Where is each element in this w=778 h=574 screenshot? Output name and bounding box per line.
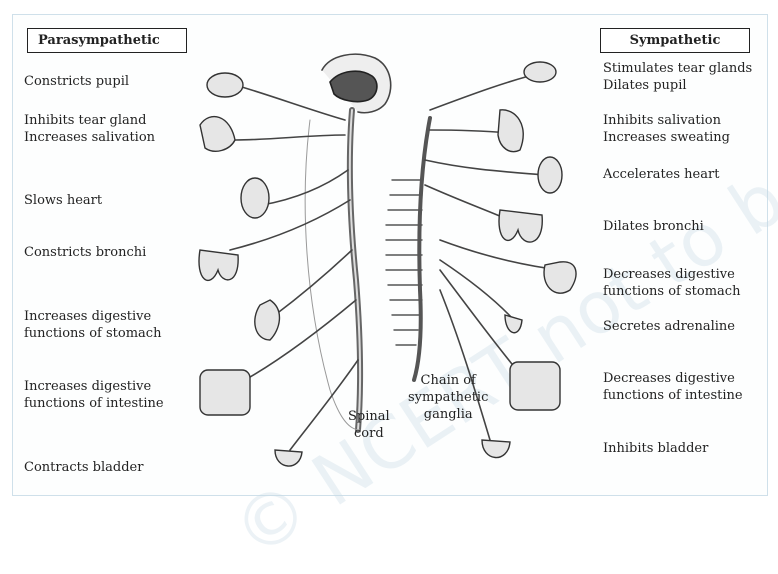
label-tear-salivation: Inhibits tear gland Increases salivation xyxy=(24,112,155,146)
label-constricts-pupil: Constricts pupil xyxy=(24,73,129,90)
label-inhibits-bladder: Inhibits bladder xyxy=(603,440,708,457)
label-spinal-cord: Spinal cord xyxy=(348,408,390,442)
label-increases-stomach: Increases digestive functions of stomach xyxy=(24,308,161,342)
label-secretes-adrenaline: Secretes adrenaline xyxy=(603,318,735,335)
label-salivation-sweating: Inhibits salivation Increases sweating xyxy=(603,112,730,146)
label-constricts-bronchi: Constricts bronchi xyxy=(24,244,146,261)
label-increases-intestine: Increases digestive functions of intesti… xyxy=(24,378,164,412)
label-accelerates-heart: Accelerates heart xyxy=(603,166,719,183)
label-tear-pupil: Stimulates tear glands Dilates pupil xyxy=(603,60,752,94)
label-decreases-intestine: Decreases digestive functions of intesti… xyxy=(603,370,743,404)
parasympathetic-header: Parasympathetic xyxy=(27,28,187,53)
label-slows-heart: Slows heart xyxy=(24,192,102,209)
sympathetic-header: Sympathetic xyxy=(600,28,750,53)
label-contracts-bladder: Contracts bladder xyxy=(24,459,143,476)
label-decreases-stomach: Decreases digestive functions of stomach xyxy=(603,266,740,300)
label-dilates-bronchi: Dilates bronchi xyxy=(603,218,704,235)
label-chain-ganglia: Chain of sympathetic ganglia xyxy=(408,372,488,423)
